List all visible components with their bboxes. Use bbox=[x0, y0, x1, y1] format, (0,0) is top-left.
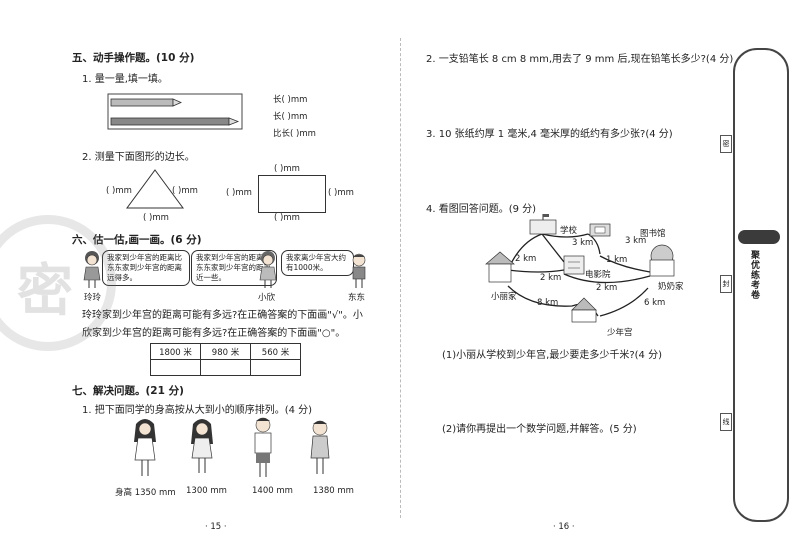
map-label-xiaoli-home: 小丽家 bbox=[491, 292, 517, 302]
rect-left-label: ( )mm bbox=[226, 188, 252, 198]
name-xiaoxin: 小欣 bbox=[258, 293, 276, 303]
student-figure-4 bbox=[310, 420, 330, 474]
student-figure-1 bbox=[134, 419, 156, 476]
student-figure-3 bbox=[254, 417, 272, 477]
rect-top-label: ( )mm bbox=[274, 164, 300, 174]
section5-title: 五、动手操作题。(10 分) bbox=[72, 52, 195, 64]
student-figure-2 bbox=[191, 419, 213, 473]
map-distance-6: 8 km bbox=[537, 298, 559, 308]
question-paper-count: 3. 10 张纸约厚 1 毫米,4 毫米厚的纸约有多少张?(4 分) bbox=[426, 129, 673, 140]
map-distance-5: 2 km bbox=[596, 283, 618, 293]
answer-cell-1[interactable] bbox=[150, 359, 201, 376]
map-distance-2: 2 km bbox=[515, 254, 537, 264]
map-label-school: 学校 bbox=[560, 226, 578, 236]
brand-logo-icon bbox=[738, 230, 780, 244]
school-icon bbox=[529, 214, 557, 235]
triangle-right-label: ( )mm bbox=[172, 186, 198, 196]
distance-option-1800: 1800 米 bbox=[150, 343, 201, 360]
triangle-left-label: ( )mm bbox=[106, 186, 132, 196]
speech-bubble-dongdong: 我家离少年宫大约有1000米。 bbox=[281, 250, 354, 276]
question-map: 4. 看图回答问题。(9 分) bbox=[426, 204, 537, 215]
estimate-text-1: 玲玲家到少年宫的距离可能有多远?在正确答案的下面画"√"。小 bbox=[82, 310, 363, 321]
triangle-bottom-label: ( )mm bbox=[143, 213, 169, 223]
question-side-length: 2. 测量下面图形的边长。 bbox=[82, 152, 195, 163]
name-dongdong: 东东 bbox=[348, 293, 366, 303]
xiaoli-home-icon bbox=[485, 251, 515, 283]
seal-watermark: 密 bbox=[0, 215, 116, 351]
route-map bbox=[485, 214, 675, 323]
distance-options-table: 1800 米 980 米 560 米 bbox=[150, 343, 301, 376]
question-heights: 1. 把下面同学的身高按从大到小的顺序排列。(4 分) bbox=[82, 405, 313, 416]
map-distance-7: 6 km bbox=[644, 298, 666, 308]
page-divider bbox=[400, 38, 401, 518]
triangle-shape bbox=[126, 169, 184, 209]
brand-text: 聚优练考卷 bbox=[749, 250, 759, 300]
distance-option-980: 980 米 bbox=[200, 343, 251, 360]
height-label-1: 身高 1350 mm bbox=[115, 488, 176, 498]
map-distance-3: 1 km bbox=[606, 255, 628, 265]
answer-cell-3[interactable] bbox=[250, 359, 301, 376]
question-own-problem: (2)请你再提出一个数学问题,并解答。(5 分) bbox=[442, 424, 637, 435]
map-label-library: 图书馆 bbox=[640, 229, 666, 239]
seal-box-mi: 密 bbox=[720, 135, 732, 153]
estimate-text-2: 欣家到少年宫的距离可能有多远?在正确答案的下面画"○"。 bbox=[82, 328, 346, 339]
pencil-label-2: 长( )mm bbox=[273, 112, 308, 122]
map-distance-8: 3 km bbox=[625, 236, 647, 246]
map-distance-1: 3 km bbox=[572, 238, 594, 248]
girl-xiaoxin-figure bbox=[259, 251, 277, 288]
map-label-grandma-home: 奶奶家 bbox=[658, 282, 684, 292]
distance-option-560: 560 米 bbox=[250, 343, 301, 360]
height-label-2: 1300 mm bbox=[186, 486, 227, 496]
answer-cell-2[interactable] bbox=[200, 359, 251, 376]
cinema-icon bbox=[563, 255, 585, 275]
library-icon bbox=[589, 223, 611, 237]
question-shortest-route: (1)小丽从学校到少年宫,最少要走多少千米?(4 分) bbox=[442, 350, 662, 361]
page-number-left: · 15 · bbox=[205, 522, 227, 532]
boy-dongdong-figure bbox=[352, 253, 366, 288]
page-number-right: · 16 · bbox=[553, 522, 575, 532]
rect-bottom-label: ( )mm bbox=[274, 213, 300, 223]
map-label-youth-palace: 少年宫 bbox=[607, 328, 633, 338]
question-pencil-length: 2. 一支铅笔长 8 cm 8 mm,用去了 9 mm 后,现在铅笔长多少?(4… bbox=[426, 54, 734, 65]
seal-text: 密 bbox=[17, 259, 73, 324]
grandma-home-icon bbox=[649, 244, 675, 277]
youth-palace-icon bbox=[571, 297, 597, 323]
pencil-measure-figure bbox=[107, 93, 243, 130]
height-label-3: 1400 mm bbox=[252, 486, 293, 496]
pencil-label-1: 长( )mm bbox=[273, 95, 308, 105]
seal-box-xian: 线 bbox=[720, 413, 732, 431]
height-label-4: 1380 mm bbox=[313, 486, 354, 496]
rectangle-shape bbox=[258, 175, 326, 213]
pencil-label-3: 比长( )mm bbox=[273, 129, 316, 139]
section6-title: 六、估一估,画一画。(6 分) bbox=[72, 234, 202, 246]
section7-title: 七、解决问题。(21 分) bbox=[72, 385, 184, 397]
map-distance-4: 2 km bbox=[540, 273, 562, 283]
map-label-cinema: 电影院 bbox=[585, 270, 611, 280]
seal-box-feng: 封 bbox=[720, 275, 732, 293]
rect-right-label: ( )mm bbox=[328, 188, 354, 198]
question-measure: 1. 量一量,填一填。 bbox=[82, 74, 168, 85]
binding-sidebar bbox=[733, 48, 789, 522]
